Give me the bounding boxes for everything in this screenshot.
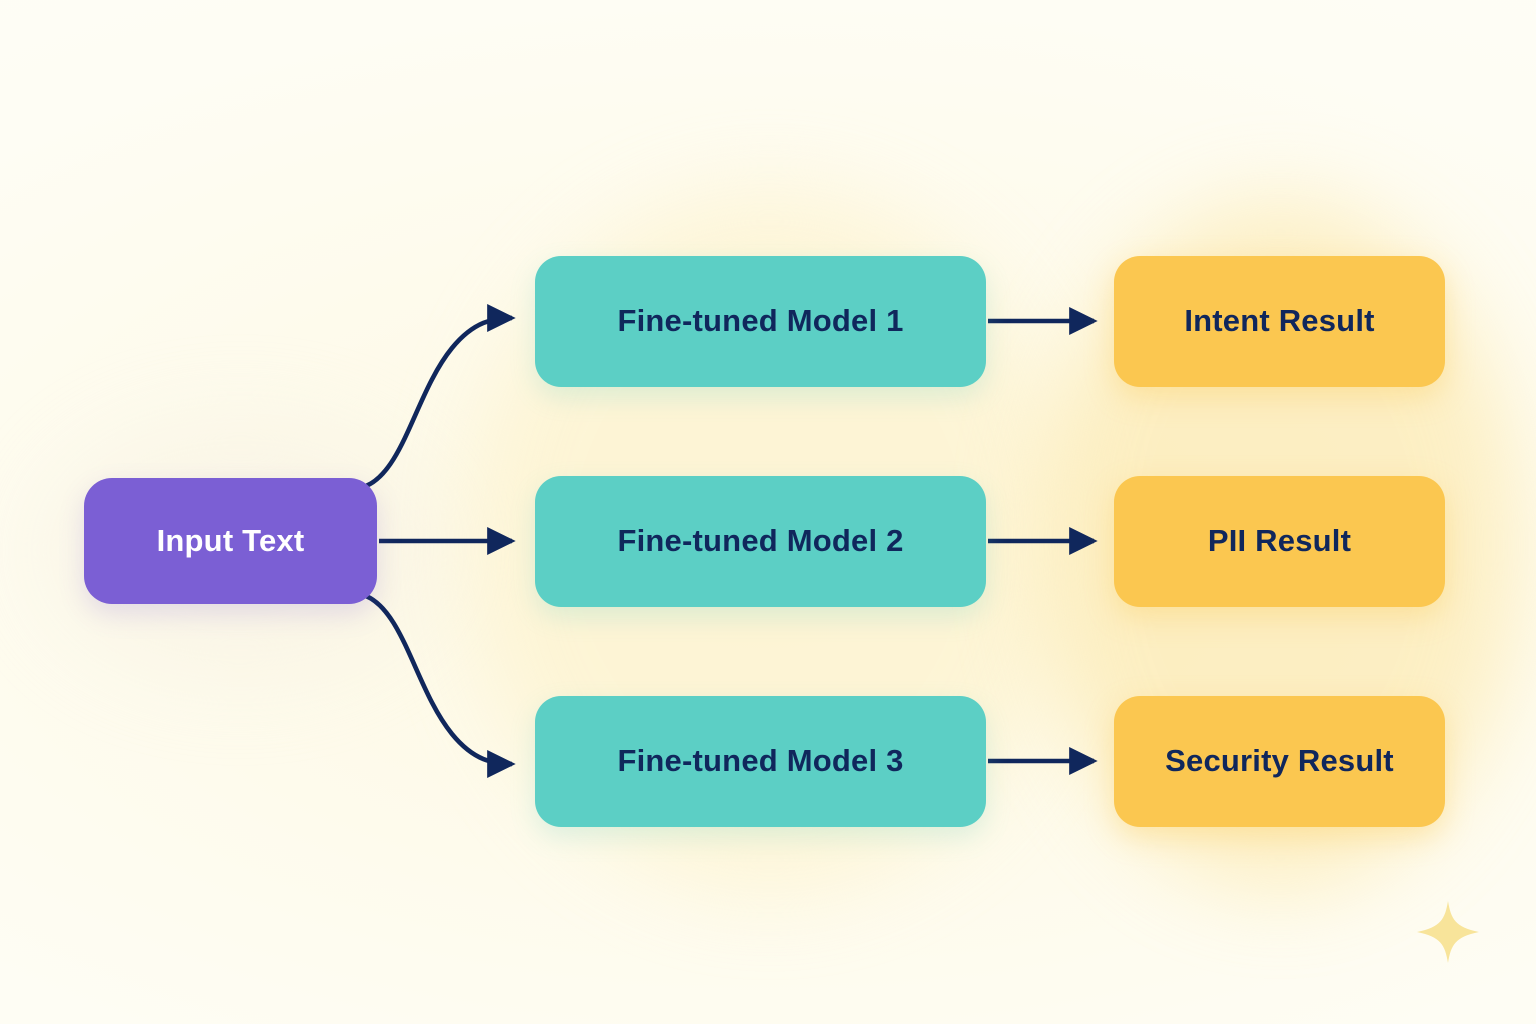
edge-input-model-3 (364, 593, 516, 779)
node-intent-result[interactable]: Intent Result (1114, 256, 1445, 387)
node-security-result[interactable]: Security Result (1114, 696, 1445, 827)
node-security-result-label: Security Result (1165, 743, 1394, 779)
node-intent-result-label: Intent Result (1184, 303, 1375, 339)
node-fine-tuned-model-1-label: Fine-tuned Model 1 (617, 303, 904, 339)
node-pii-result[interactable]: PII Result (1114, 476, 1445, 607)
node-input-text-label: Input Text (156, 522, 305, 558)
node-fine-tuned-model-3[interactable]: Fine-tuned Model 3 (535, 696, 986, 827)
node-fine-tuned-model-3-label: Fine-tuned Model 3 (617, 743, 904, 779)
node-input-text[interactable]: Input Text (84, 478, 377, 604)
node-fine-tuned-model-1[interactable]: Fine-tuned Model 1 (535, 256, 986, 387)
node-fine-tuned-model-2-label: Fine-tuned Model 2 (617, 523, 904, 559)
node-fine-tuned-model-2[interactable]: Fine-tuned Model 2 (535, 476, 986, 607)
node-pii-result-label: PII Result (1207, 523, 1352, 559)
edge-input-model-1 (364, 303, 516, 489)
